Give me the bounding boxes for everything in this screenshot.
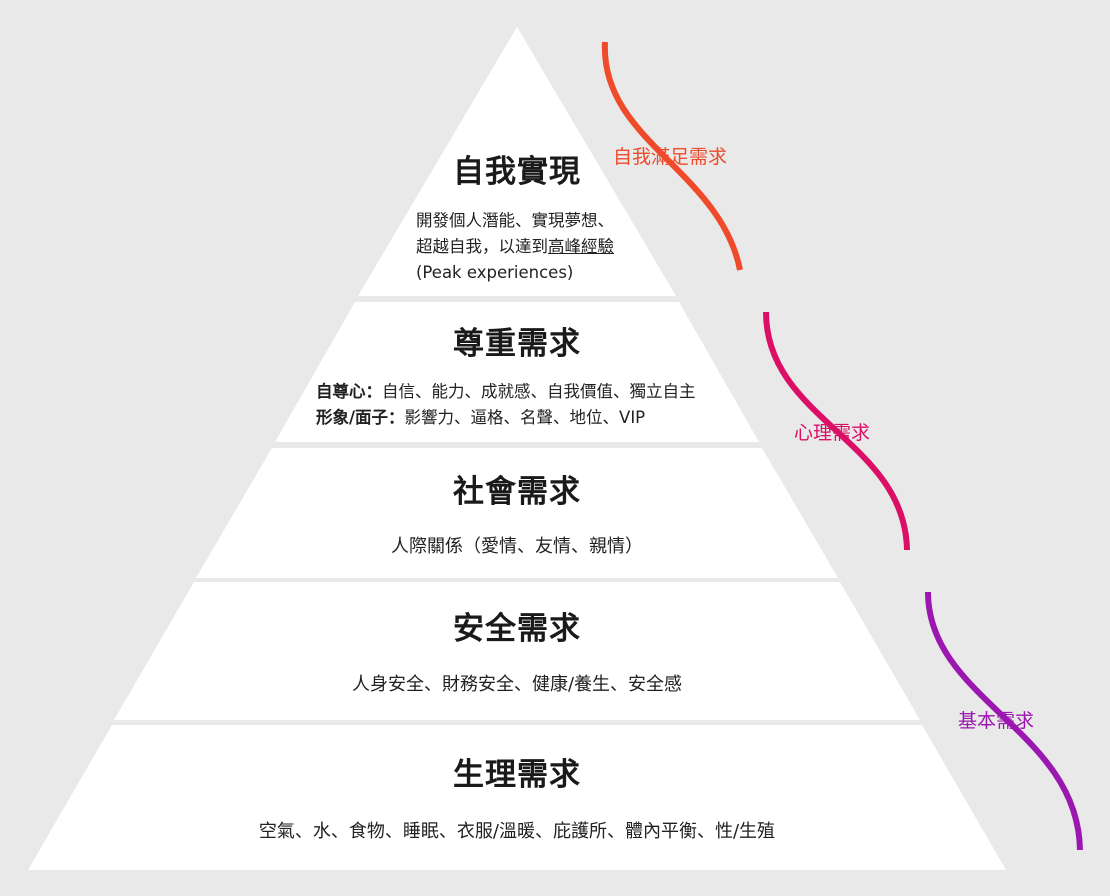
- esteem-row-label: 自尊心：: [316, 382, 382, 401]
- esteem-row-text: 影響力、逼格、名聲、地位、VIP: [404, 408, 646, 427]
- peak-experience-link[interactable]: 高峰經驗: [548, 237, 614, 256]
- tier-esteem: [275, 302, 759, 442]
- tier-physiological: [28, 725, 1006, 870]
- tier-social: [196, 448, 838, 578]
- tier-self-actualization: [358, 27, 676, 296]
- esteem-row-text: 自信、能力、成就感、自我價值、獨立自主: [382, 382, 696, 401]
- tier-safety: [114, 582, 920, 720]
- level-title-physiological: 生理需求: [453, 757, 581, 793]
- desc-line: 超越自我，以達到高峰經驗: [416, 234, 614, 260]
- level-title-social: 社會需求: [453, 474, 581, 510]
- level-desc-self-actualization: 開發個人潛能、實現夢想、 超越自我，以達到高峰經驗 (Peak experien…: [416, 208, 614, 286]
- group-label-self-fulfillment: 自我滿足需求: [613, 146, 728, 168]
- desc-line-english: (Peak experiences): [416, 263, 574, 282]
- esteem-row: 自尊心：自信、能力、成就感、自我價值、獨立自主: [316, 379, 696, 405]
- bracket-basic: [925, 591, 1083, 851]
- esteem-row-label: 形象/面子：: [316, 408, 405, 427]
- desc-line-text: 超越自我，以達到: [416, 237, 548, 256]
- level-desc-esteem: 自尊心：自信、能力、成就感、自我價值、獨立自主 形象/面子：影響力、逼格、名聲、…: [316, 379, 696, 431]
- bracket-self-fulfillment: [601, 41, 743, 271]
- level-desc-social: 人際關係（愛情、友情、親情）: [391, 536, 643, 557]
- esteem-row: 形象/面子：影響力、逼格、名聲、地位、VIP: [316, 405, 696, 431]
- level-desc-physiological: 空氣、水、食物、睡眠、衣服/溫暖、庇護所、體內平衡、性/生殖: [258, 821, 776, 842]
- group-label-psychological: 心理需求: [794, 422, 871, 444]
- level-title-esteem: 尊重需求: [453, 326, 581, 362]
- level-title-self-actualization: 自我實現: [453, 154, 581, 190]
- desc-line: 開發個人潛能、實現夢想、: [416, 211, 614, 230]
- level-desc-safety: 人身安全、財務安全、健康/養生、安全感: [351, 674, 683, 695]
- bracket-psychological: [763, 311, 910, 551]
- group-label-basic: 基本需求: [958, 710, 1035, 732]
- level-title-safety: 安全需求: [453, 611, 581, 647]
